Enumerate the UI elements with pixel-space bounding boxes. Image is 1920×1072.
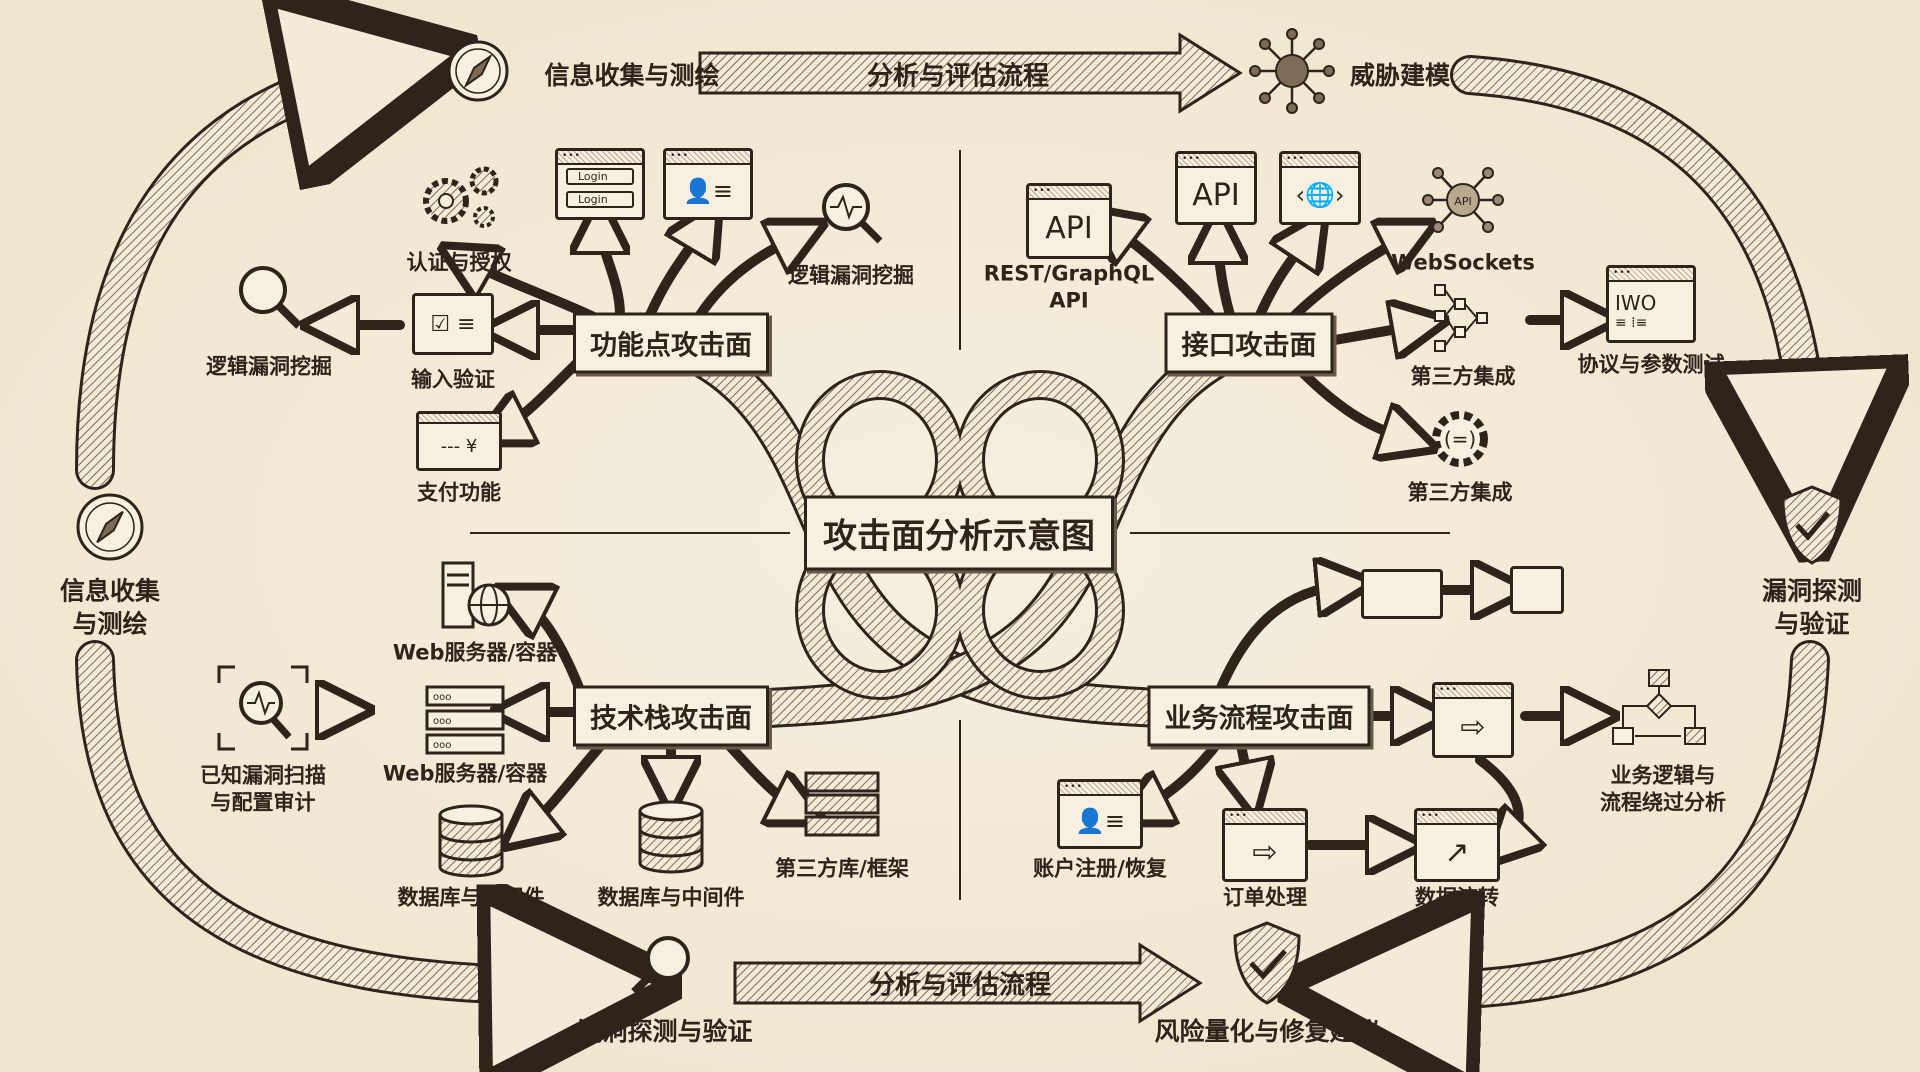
compass-icon bbox=[445, 38, 511, 108]
logic-bypass-label: 业务逻辑与流程绕过分析 bbox=[1600, 763, 1726, 818]
rest-api-window-icon: •••API bbox=[1026, 183, 1112, 259]
logic-vuln-label-right: 逻辑漏洞挖掘 bbox=[788, 263, 914, 288]
ws-hub-text: API bbox=[1454, 195, 1471, 208]
auth-label: 认证与授权 bbox=[406, 250, 512, 275]
payment-label: 支付功能 bbox=[417, 480, 501, 505]
svg-text:ooo: ooo bbox=[433, 716, 451, 727]
dataflow-label: 数据流转 bbox=[1415, 885, 1499, 910]
quadrant-interface-label: 接口攻击面 bbox=[1164, 312, 1334, 374]
magnifier-pulse-icon bbox=[816, 177, 886, 251]
rest-line-2: API bbox=[1049, 289, 1089, 313]
shield-check-icon bbox=[1229, 919, 1305, 1011]
cycle-left-label: 信息收集与测绘 bbox=[60, 576, 160, 641]
input-validation-label: 输入验证 bbox=[411, 367, 495, 392]
account-recovery-label: 账户注册/恢复 bbox=[1033, 856, 1167, 881]
threat-model-icon bbox=[1249, 28, 1335, 118]
cycle-right-line-2: 与验证 bbox=[1774, 609, 1850, 638]
third-party-label-1: 第三方集成 bbox=[1410, 364, 1516, 389]
third-party-label-2: 第三方集成 bbox=[1407, 480, 1513, 505]
api-text: API bbox=[1045, 210, 1093, 246]
account-card-icon: •••👤≡ bbox=[1057, 779, 1143, 849]
websockets-label: WebSockets bbox=[1391, 250, 1535, 275]
quadrant-techstack-label: 技术栈攻击面 bbox=[573, 685, 769, 747]
order-window-icon: •••⇨ bbox=[1222, 808, 1308, 882]
browser-arrow-icon: •••⇨ bbox=[1432, 682, 1514, 758]
shield-check-icon bbox=[1777, 483, 1847, 571]
scan-line-1: 已知漏洞扫描 bbox=[200, 763, 326, 788]
cycle-left-line-1: 信息收集 bbox=[59, 576, 161, 606]
protocol-card-icon: •••IWO≡ ⁞≡ bbox=[1606, 265, 1696, 343]
order-processing-label: 订单处理 bbox=[1223, 885, 1307, 910]
web-server-label-1: Web服务器/容器 bbox=[392, 640, 558, 665]
scan-line-2: 与配置审计 bbox=[210, 791, 316, 815]
quadrant-business-label: 业务流程攻击面 bbox=[1147, 685, 1371, 747]
banner-arrows bbox=[698, 32, 1243, 1024]
cycle-left-line-2: 与测绘 bbox=[72, 609, 148, 638]
login-button: Login bbox=[566, 191, 634, 208]
known-vuln-scan-label: 已知漏洞扫描与配置审计 bbox=[200, 763, 326, 818]
quadrant-feature-label: 功能点攻击面 bbox=[573, 312, 769, 374]
flowchart-icon bbox=[1609, 668, 1709, 752]
web-server-label-2: Web服务器/容器 bbox=[382, 761, 548, 786]
folder-icon bbox=[1510, 566, 1564, 614]
gears-icon bbox=[414, 163, 504, 237]
database-icon bbox=[436, 803, 506, 883]
logic-vuln-label-left: 逻辑漏洞挖掘 bbox=[206, 354, 332, 379]
profile-card-icon: •••👤≡ bbox=[663, 148, 753, 220]
web-globe-window-icon: •••‹🌐› bbox=[1279, 151, 1361, 225]
dataflow-window-icon: •••↗ bbox=[1414, 808, 1500, 882]
branch-arrows bbox=[330, 225, 1590, 845]
server-rack-icon: ooo ooo ooo bbox=[423, 683, 507, 761]
magnifier-icon bbox=[233, 262, 305, 338]
bypass-line-2: 流程绕过分析 bbox=[1600, 791, 1726, 815]
cycle-right-line-1: 漏洞探测 bbox=[1761, 576, 1863, 606]
svg-text:(=): (=) bbox=[1444, 427, 1476, 451]
magnifier-icon bbox=[626, 930, 696, 1004]
compass-icon bbox=[74, 491, 146, 567]
cycle-bottom-banner: 分析与评估流程 bbox=[868, 970, 1052, 1001]
bypass-line-1: 业务逻辑与 bbox=[1610, 763, 1716, 788]
cycle-top-right-label: 威胁建模 bbox=[1349, 60, 1451, 90]
database-icon bbox=[636, 799, 706, 879]
flow-box-icon bbox=[1361, 569, 1443, 619]
cycle-arrows bbox=[75, 70, 1810, 991]
svg-text:ooo: ooo bbox=[433, 740, 451, 751]
third-party-libs-label: 第三方库/框架 bbox=[775, 856, 909, 881]
integration-graph-icon bbox=[1433, 283, 1493, 359]
gear-bracket-icon: (=) bbox=[1427, 406, 1493, 476]
library-stack-icon bbox=[802, 769, 882, 843]
cycle-bottom-right-label: 风险量化与修复建议 bbox=[1154, 1016, 1380, 1046]
diagram-title: 攻击面分析示意图 bbox=[804, 495, 1114, 571]
websocket-hub-icon: API bbox=[1418, 165, 1508, 239]
db-middleware-label-2: 数据库与中间件 bbox=[597, 885, 745, 910]
rest-graphql-label: REST/GraphQL API bbox=[984, 261, 1155, 316]
protocol-param-label: 协议与参数测试 bbox=[1577, 352, 1725, 377]
svg-text:ooo: ooo bbox=[433, 692, 451, 703]
rest-line-1: REST/GraphQL bbox=[983, 261, 1155, 286]
api-text: API bbox=[1192, 177, 1240, 213]
protocol-card-text: IWO bbox=[1615, 291, 1657, 315]
scan-magnifier-icon bbox=[215, 663, 311, 757]
api-window-icon: •••API bbox=[1175, 151, 1257, 225]
cycle-bottom-left-label: 漏洞探测与验证 bbox=[577, 1016, 753, 1046]
cycle-top-banner: 分析与评估流程 bbox=[866, 61, 1050, 92]
login-window-icon: ••• Login Login bbox=[555, 148, 645, 220]
cycle-top-left-label: 信息收集与测绘 bbox=[544, 60, 720, 90]
input-form-icon: ☑ ≡ bbox=[412, 293, 494, 355]
login-field: Login bbox=[566, 168, 634, 185]
server-globe-icon bbox=[435, 559, 515, 637]
cycle-right-label: 漏洞探测与验证 bbox=[1762, 576, 1862, 641]
payment-card-icon: --- ¥ bbox=[416, 411, 502, 471]
db-middleware-label-1: 数据库与中间件 bbox=[397, 885, 545, 910]
